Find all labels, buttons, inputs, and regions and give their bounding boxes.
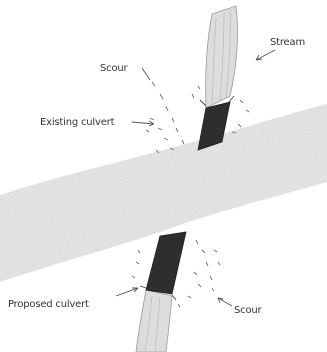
stream-channel-downstream (136, 290, 172, 352)
label-existing-culvert: Existing culvert (40, 118, 114, 128)
label-stream: Stream (270, 38, 305, 48)
proposed-culvert-leader (116, 288, 138, 296)
scour-bottom-leader (218, 298, 232, 306)
label-proposed-culvert: Proposed culvert (8, 300, 89, 310)
label-scour-bottom: Scour (234, 306, 261, 316)
label-scour-top: Scour (100, 64, 127, 74)
scour-top-leader (142, 68, 150, 80)
proposed-culvert-shape (146, 232, 186, 294)
stream-channel-upstream (206, 6, 238, 108)
